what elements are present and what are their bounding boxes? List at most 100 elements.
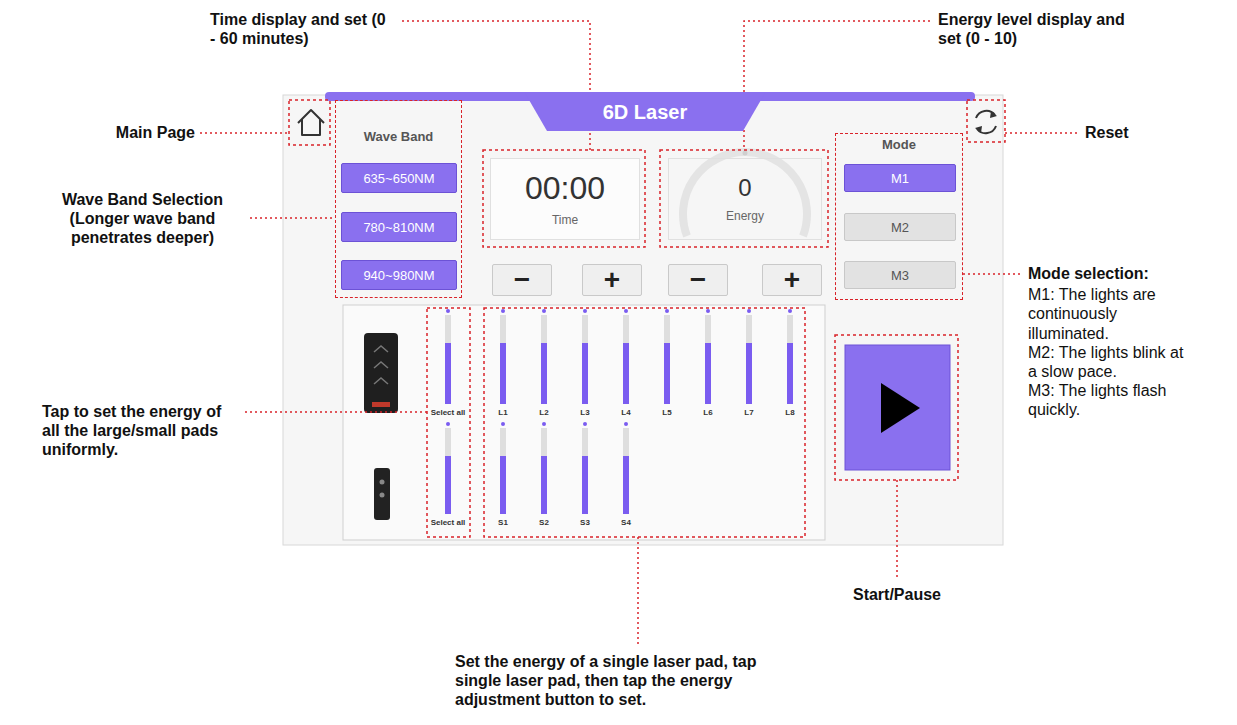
slider-knob (542, 309, 546, 313)
small-pad-dot (380, 480, 385, 485)
screen-panel (283, 95, 1003, 545)
slider-label: L7 (724, 409, 774, 417)
slider-track (623, 428, 629, 514)
callout-text: Time display and set (0 - 60 minutes) (210, 10, 395, 48)
callout-text: Reset (1085, 123, 1165, 142)
minus-button: − (668, 264, 728, 296)
play-triangle (881, 383, 920, 433)
slider-track (541, 315, 547, 404)
energy-display: 0Energy (668, 158, 822, 240)
slider-panel (343, 305, 825, 540)
slider (541, 309, 547, 404)
wave-band-group: Wave Band 635~650NM 780~810NM 940~980NM (335, 100, 462, 298)
button-label: M3 (891, 268, 909, 283)
slider-label: S2 (519, 519, 569, 527)
display-caption: Energy (726, 210, 764, 222)
callout-text: M2: The lights blink at a slow pace. (1028, 343, 1193, 381)
slider-fill (705, 343, 711, 404)
slider-track (582, 428, 588, 514)
slider (445, 309, 451, 404)
reset-icon (976, 111, 996, 133)
display-value: 00:00 (525, 172, 605, 204)
button-label: 940~980NM (363, 268, 434, 283)
small-pad-dot (380, 493, 385, 498)
slider-fill (623, 343, 629, 404)
highlight-boxes (289, 100, 1005, 537)
slider-track (445, 315, 451, 404)
slider (500, 309, 506, 404)
slider-track (664, 315, 670, 404)
callout-text: Start/Pause (847, 585, 947, 604)
slider (541, 422, 547, 514)
slider-label: S4 (601, 519, 651, 527)
slider-label: L2 (519, 409, 569, 417)
slider-track (705, 315, 711, 404)
callout-text: Wave Band Selection (Longer wave band pe… (40, 190, 245, 248)
button-label: 780~810NM (363, 220, 434, 235)
callout-heading: Mode selection: (1028, 264, 1193, 283)
slider-knob (624, 309, 628, 313)
slider-knob (624, 422, 628, 426)
start-button (845, 345, 950, 470)
slider-fill (445, 343, 451, 404)
slider (705, 309, 711, 404)
energy-gauge (683, 152, 807, 236)
slider-track (500, 315, 506, 404)
slider-label: Select all (423, 519, 473, 527)
slider (664, 309, 670, 404)
slider-track (500, 428, 506, 514)
mode-button: M3 (844, 261, 956, 289)
slider-fill (500, 343, 506, 404)
slider-track (787, 315, 793, 404)
wave-band-button: 940~980NM (341, 260, 457, 290)
slider-label: L4 (601, 409, 651, 417)
slider (787, 309, 793, 404)
slider-fill (445, 456, 451, 514)
slider-fill (582, 456, 588, 514)
slider-track (623, 315, 629, 404)
time-display: 00:00Time (490, 158, 640, 240)
reset-arrowheads (975, 111, 997, 133)
title-tab: 6D Laser (525, 93, 765, 131)
button-label: 635~650NM (363, 171, 434, 186)
slider-fill (623, 456, 629, 514)
wave-band-button: 780~810NM (341, 212, 457, 242)
slider-track (582, 315, 588, 404)
plus-button: + (762, 264, 822, 296)
large-pad-tag (372, 402, 390, 407)
large-pad-icon (364, 333, 398, 413)
slider-knob (788, 309, 792, 313)
slider-knob (583, 422, 587, 426)
slider-fill (541, 343, 547, 404)
button-label: M1 (891, 171, 909, 186)
slider-label: L6 (683, 409, 733, 417)
wave-band-button: 635~650NM (341, 163, 457, 193)
slider-label: S1 (478, 519, 528, 527)
screen-title: 6D Laser (603, 101, 688, 124)
callout-text: M1: The lights are continuously illumina… (1028, 285, 1193, 343)
home-icon (298, 110, 324, 135)
slider (582, 422, 588, 514)
slider-track (445, 428, 451, 514)
display-value: 0 (738, 176, 751, 200)
panel-heading: Wave Band (336, 129, 461, 144)
callout-text: Tap to set the energy of all the large/s… (42, 402, 237, 460)
button-label: M2 (891, 220, 909, 235)
slider-fill (664, 343, 670, 404)
slider-track (746, 315, 752, 404)
slider-knob (501, 422, 505, 426)
mode-group: ModeM1M2M3 (835, 133, 963, 300)
small-pad-icon (374, 468, 390, 520)
slider-track (541, 428, 547, 514)
mode-button: M1 (844, 164, 956, 192)
plus-button: + (582, 264, 642, 296)
gauge-dot (743, 151, 748, 156)
slider-fill (582, 343, 588, 404)
panel-heading: Mode (836, 137, 962, 152)
slider (582, 309, 588, 404)
slider (746, 309, 752, 404)
slider-label: L1 (478, 409, 528, 417)
minus-button: − (492, 264, 552, 296)
slider-fill (787, 343, 793, 404)
callout-text: M3: The lights flash quickly. (1028, 381, 1193, 419)
